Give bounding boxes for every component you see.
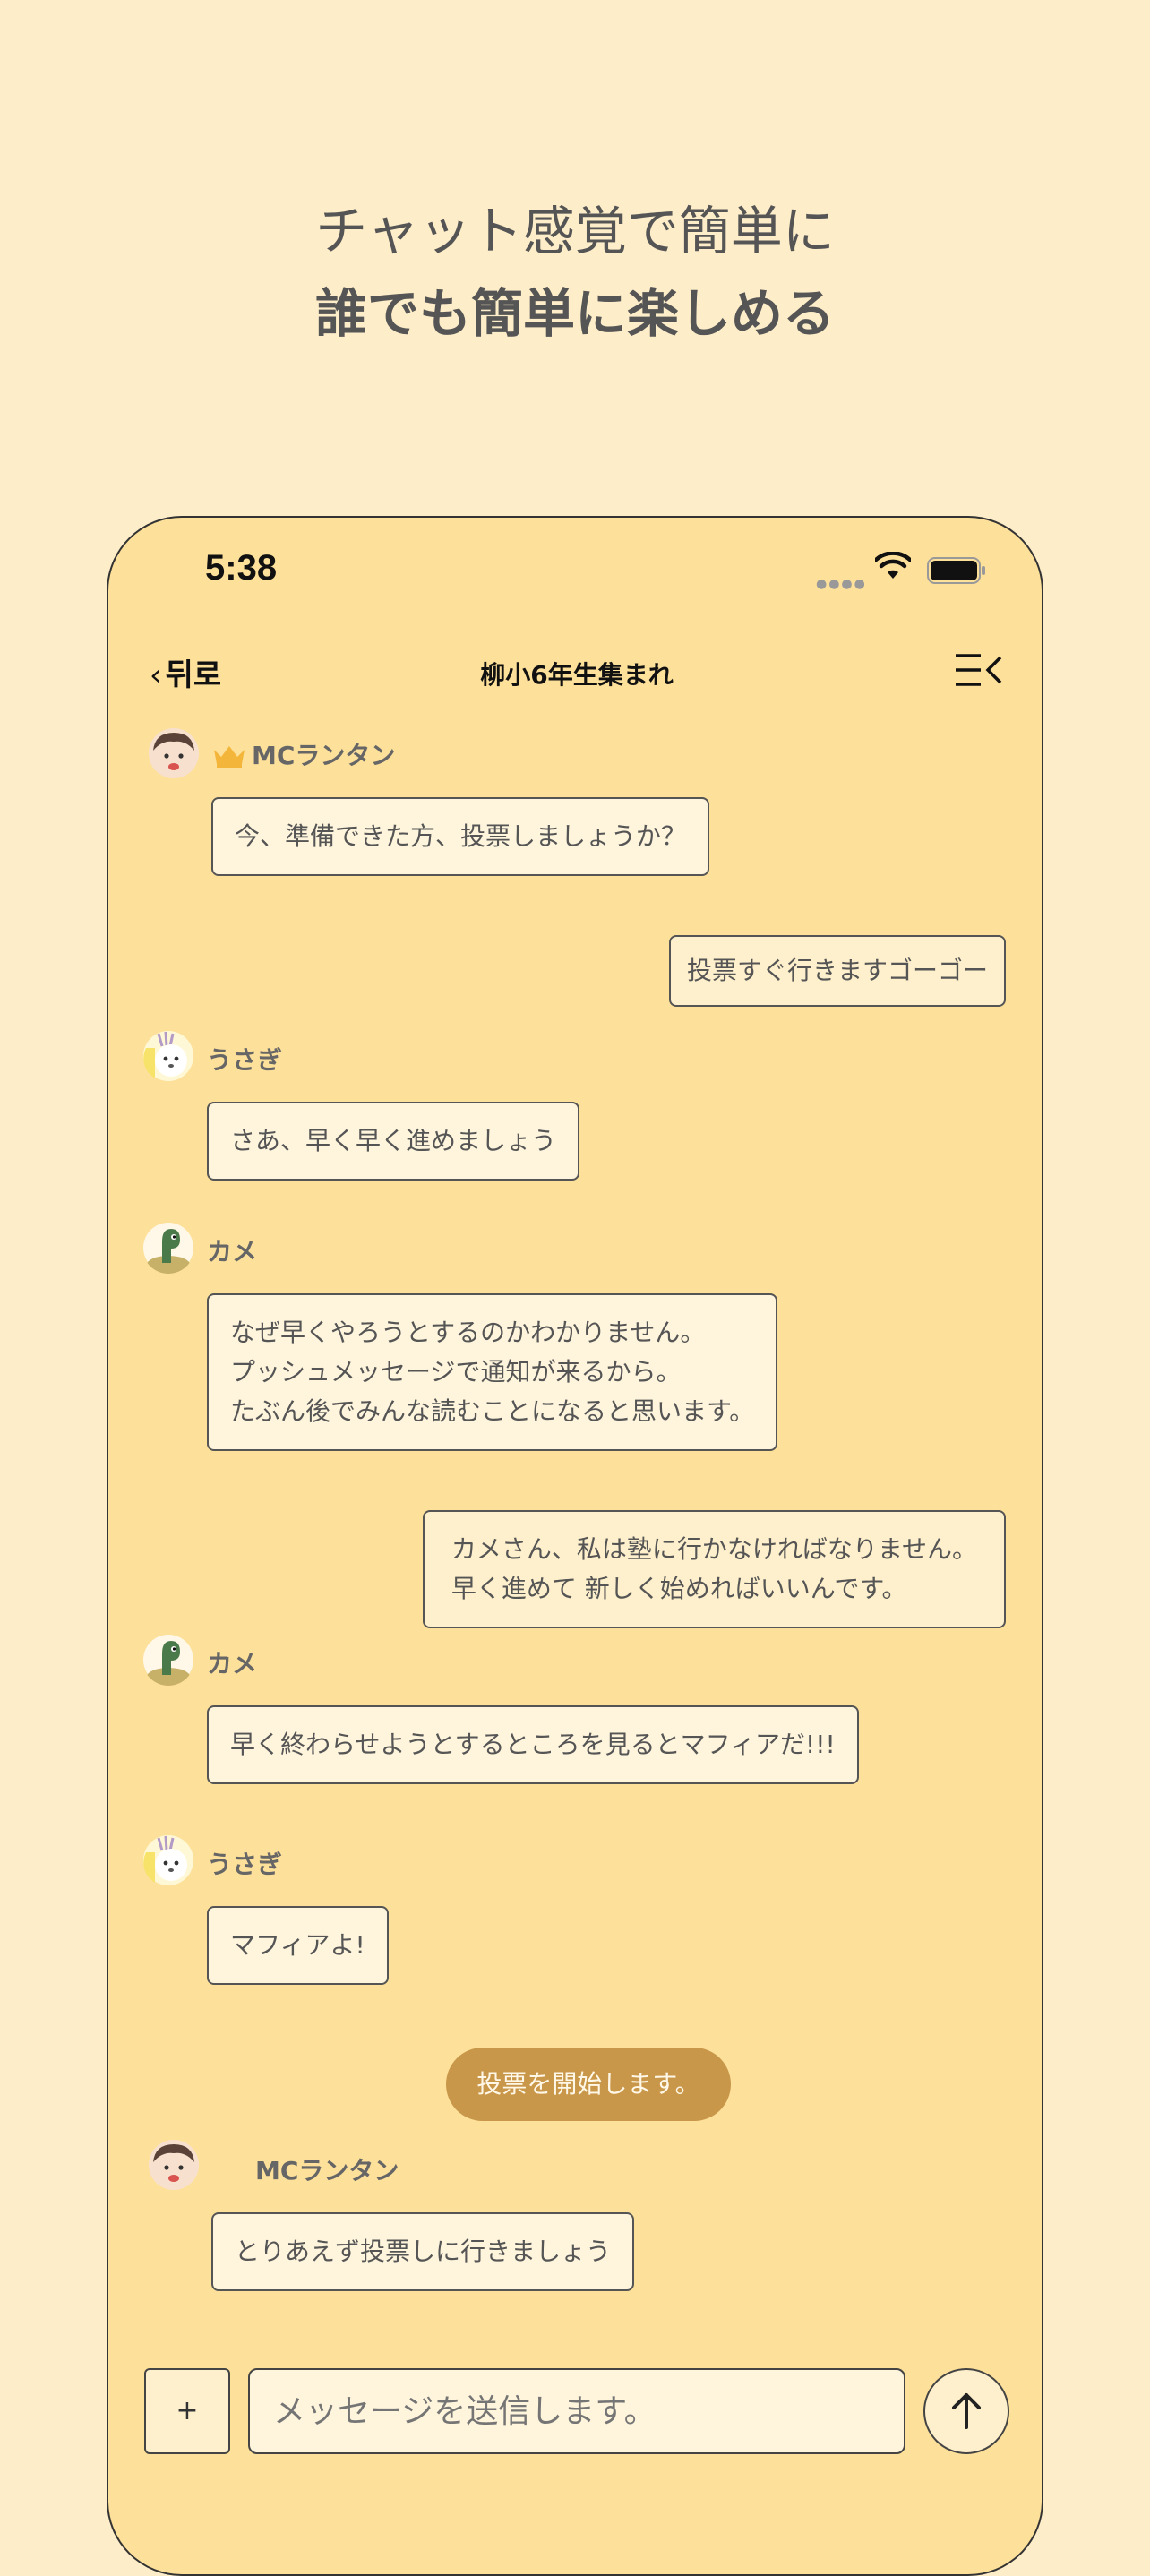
avatar-mc-lantern[interactable] bbox=[148, 727, 200, 779]
phone-frame: 5:38 ●●●● ‹뒤로 柳小6年生集まれ MCランタン bbox=[107, 516, 1043, 2576]
sender-name: うさぎ bbox=[207, 1850, 283, 1879]
chat-bubble-received: さあ、早く早く進めましょう bbox=[207, 1102, 580, 1181]
chat-bubble-received: 今、準備できた方、投票しましょうか？ bbox=[211, 797, 710, 876]
message-input[interactable] bbox=[248, 2368, 905, 2454]
send-button[interactable] bbox=[923, 2368, 1009, 2454]
sender-name: うさぎ bbox=[207, 1045, 283, 1075]
sender-name: MCランタン bbox=[212, 736, 395, 772]
wifi-icon bbox=[875, 552, 911, 579]
back-button[interactable]: ‹뒤로 bbox=[150, 650, 221, 694]
crown-icon bbox=[214, 746, 245, 768]
system-message-pill: 投票を開始します。 bbox=[446, 2048, 731, 2121]
cellular-signal-icon: ●●●● bbox=[816, 577, 867, 591]
headline-line2: 誰でも簡単に楽しめる bbox=[314, 283, 835, 344]
chat-bubble-sent: カメさん、私は塾に行かなければなりません。 早く進めて 新しく始めればいいんです… bbox=[422, 1510, 1006, 1628]
chat-bubble-sent: 投票すぐ行きますゴーゴー bbox=[668, 935, 1006, 1007]
chat-bubble-received: とりあえず投票しに行きましょう bbox=[211, 2212, 635, 2291]
chevron-left-icon: ‹ bbox=[150, 657, 162, 693]
arrow-up-icon bbox=[952, 2393, 981, 2429]
sender-name: カメ bbox=[207, 1649, 258, 1679]
status-time: 5:38 bbox=[205, 548, 278, 588]
promo-headline: チャット感覚で簡単に 誰でも簡単に楽しめる bbox=[0, 190, 1150, 355]
back-label: 뒤로 bbox=[165, 657, 222, 693]
chat-bubble-received: マフィアよ! bbox=[207, 1906, 389, 1985]
chat-room-title: 柳小6年生集まれ bbox=[480, 660, 674, 690]
chat-bubble-received: なぜ早くやろうとするのかわかりません。 プッシュメッセージで通知が来るから。 た… bbox=[207, 1293, 778, 1451]
battery-icon bbox=[927, 557, 985, 584]
attach-plus-button[interactable]: + bbox=[144, 2368, 230, 2454]
sender-name: MCランタン bbox=[255, 2156, 399, 2185]
avatar-turtle[interactable] bbox=[142, 1634, 194, 1686]
sender-name: カメ bbox=[207, 1237, 258, 1267]
avatar-rabbit[interactable] bbox=[142, 1834, 194, 1886]
avatar-rabbit[interactable] bbox=[142, 1030, 194, 1082]
avatar-mc-lantern[interactable] bbox=[148, 2139, 200, 2191]
menu-icon[interactable] bbox=[954, 652, 1004, 688]
avatar-turtle[interactable] bbox=[142, 1222, 194, 1274]
chat-bubble-received: 早く終わらせようとするところを見るとマフィアだ!!! bbox=[207, 1705, 859, 1784]
headline-line1: チャット感覚で簡単に bbox=[315, 201, 835, 262]
